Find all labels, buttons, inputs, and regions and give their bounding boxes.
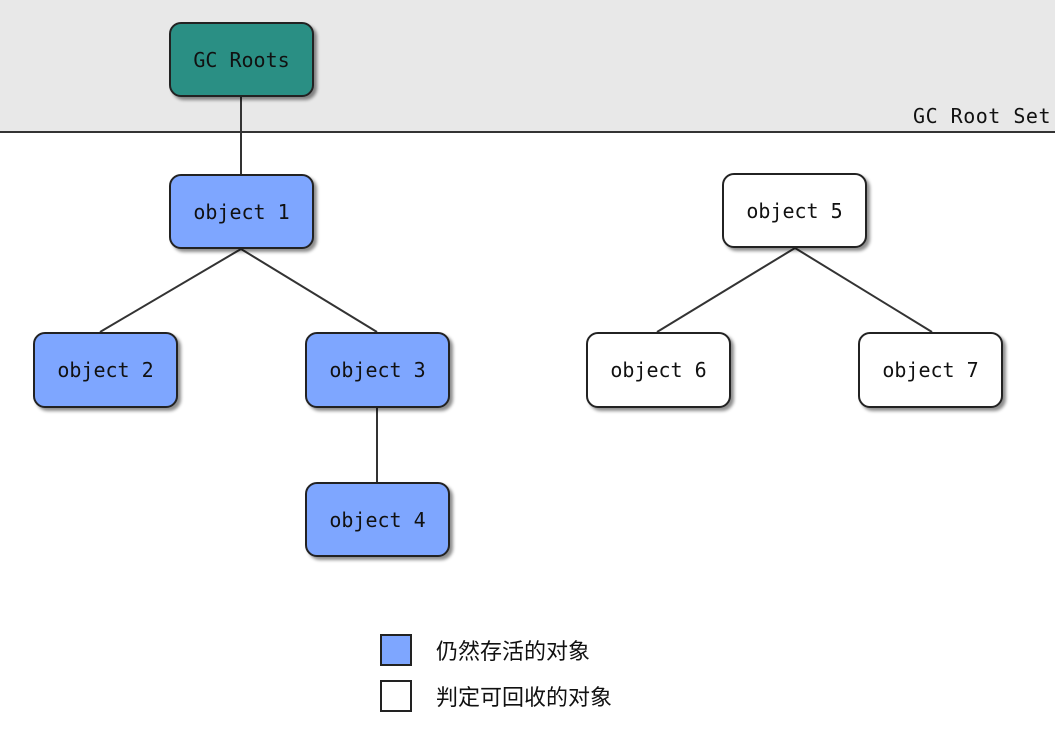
object-3-node: object 3 bbox=[305, 332, 450, 408]
live-swatch bbox=[380, 634, 412, 666]
legend-item-collectable: 判定可回收的对象 bbox=[380, 680, 612, 712]
gc-root-set-label: GC Root Set bbox=[913, 104, 1051, 128]
edge-object-5-object-7 bbox=[794, 247, 933, 333]
object-7-node: object 7 bbox=[858, 332, 1003, 408]
legend-live-label: 仍然存活的对象 bbox=[436, 640, 591, 665]
object-2-node: object 2 bbox=[33, 332, 178, 408]
legend-collectable-label: 判定可回收的对象 bbox=[436, 686, 613, 711]
collectable-swatch bbox=[380, 680, 412, 712]
object-1-node: object 1 bbox=[169, 174, 314, 249]
object-5-node: object 5 bbox=[722, 173, 867, 248]
edge-object-1-object-3 bbox=[240, 248, 378, 333]
object-4-node: object 4 bbox=[305, 482, 450, 557]
gc-roots-node: GC Roots bbox=[169, 22, 314, 97]
object-6-node: object 6 bbox=[586, 332, 731, 408]
edge-object-1-object-2 bbox=[99, 248, 242, 333]
legend-item-live: 仍然存活的对象 bbox=[380, 634, 590, 666]
edge-object-5-object-6 bbox=[656, 247, 796, 333]
